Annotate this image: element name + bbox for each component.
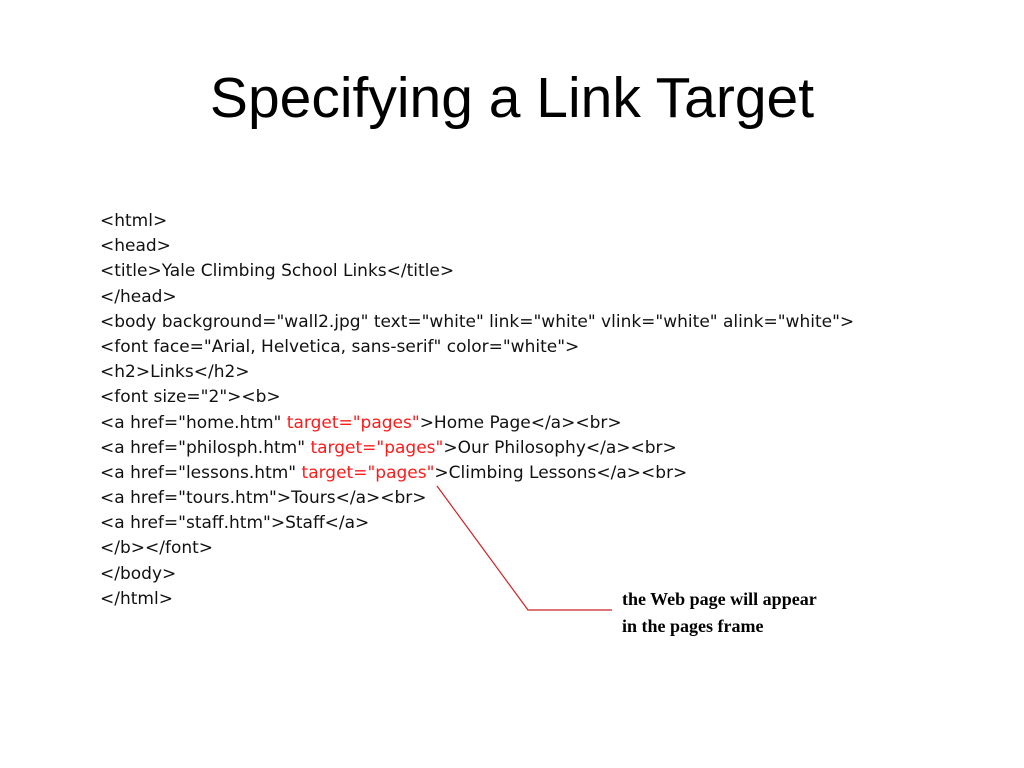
code-text: >Our Philosophy</a><br> <box>443 437 677 458</box>
highlighted-target-attribute: target="pages" <box>310 437 444 458</box>
code-text: <a href="tours.htm">Tours</a><br> <box>100 488 427 509</box>
code-line: <body background="wall2.jpg" text="white… <box>100 310 854 335</box>
highlighted-target-attribute: target="pages" <box>286 412 420 433</box>
code-line: <html> <box>100 209 854 234</box>
code-line: <font face="Arial, Helvetica, sans-serif… <box>100 335 854 360</box>
code-text: <title>Yale Climbing School Links</title… <box>100 261 455 282</box>
code-text: <font size="2"><b> <box>100 387 281 408</box>
slide-title: Specifying a Link Target <box>209 66 815 130</box>
code-line: </html> <box>100 587 854 612</box>
code-text: <html> <box>100 211 168 231</box>
code-text: <font face="Arial, Helvetica, sans-serif… <box>100 336 580 357</box>
code-line: </head> <box>100 285 854 310</box>
code-text: >Home Page</a><br> <box>419 412 622 433</box>
code-text: <a href="philosph.htm" <box>100 437 311 458</box>
code-line: </b></font> <box>100 536 854 561</box>
code-text: </b></font> <box>100 538 214 559</box>
code-line: <font size="2"><b> <box>100 385 854 410</box>
code-text: <head> <box>100 236 171 257</box>
code-line: </body> <box>100 562 854 587</box>
callout-note: the Web page will appear in the pages fr… <box>622 589 817 636</box>
code-line: <h2>Links</h2> <box>100 360 854 385</box>
code-listing: <html> <head> <title>Yale Climbing School … <box>100 209 854 612</box>
code-line: <a href="tours.htm">Tours</a><br> <box>100 486 854 511</box>
code-text: </html> <box>100 588 173 609</box>
code-text: </body> <box>100 563 177 584</box>
code-line: <a href="home.htm" target="pages">Home P… <box>100 411 854 436</box>
code-text: <a href="staff.htm">Staff</a> <box>100 513 370 534</box>
code-line: <title>Yale Climbing School Links</title… <box>100 259 854 284</box>
code-line: <a href="lessons.htm" target="pages">Cli… <box>100 461 854 486</box>
code-line: <a href="staff.htm">Staff</a> <box>100 511 854 536</box>
code-text: </head> <box>100 286 177 307</box>
code-text: <a href="home.htm" <box>100 412 287 433</box>
highlighted-target-attribute: target="pages" <box>301 462 435 483</box>
code-text: >Climbing Lessons</a><br> <box>434 462 688 483</box>
code-line: <a href="philosph.htm" target="pages">Ou… <box>100 436 854 461</box>
code-line: <head> <box>100 234 854 259</box>
code-text: <h2>Links</h2> <box>100 362 250 383</box>
code-text: <body background="wall2.jpg" text="white… <box>100 311 855 332</box>
code-text: <a href="lessons.htm" <box>100 462 302 483</box>
